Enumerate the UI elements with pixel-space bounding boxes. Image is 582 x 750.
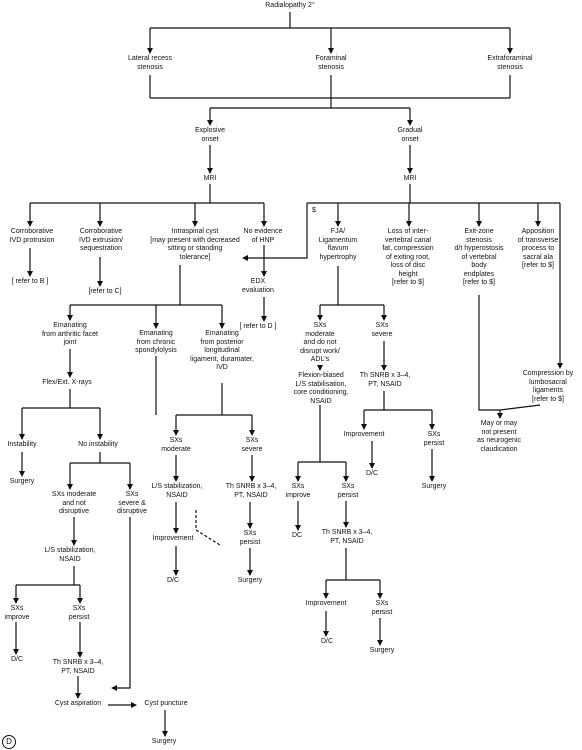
node-extraforaminal: Extraforaminal stenosis <box>487 55 533 71</box>
node-instability: Instability <box>7 441 37 448</box>
dollar-mark: $ <box>312 207 316 214</box>
node-surgery-instability: Surgery <box>9 478 35 485</box>
node-sx-severe-mid: SXs severe <box>241 437 263 453</box>
node-compression-lumbosacral: Compression by lumbosacral ligaments [re… <box>522 370 574 403</box>
node-sx-persist-d: SXs persist <box>337 483 359 499</box>
node-corroborative-extrusion: Corroborative IVD extrusion/ sequestrati… <box>79 228 123 252</box>
panel-letter: D <box>2 735 16 749</box>
node-ls-stabilization-a: L/S stabilization, NSAID <box>44 547 96 563</box>
node-lateral-recess: Lateral recess stenosis <box>128 55 172 71</box>
node-flex-ext-xrays: Flex/Ext. X-rays <box>42 379 92 386</box>
node-refer-b: [ refer to B ] <box>11 278 49 285</box>
node-edx-evaluation: EDX evaluation <box>242 278 274 294</box>
node-flexion-biased: Flexion-biased L/S stabilisation, core c… <box>293 372 349 405</box>
node-sx-persist-a: SXs persist <box>68 605 90 621</box>
node-facet-joint: Emanating from arthritic facet joint <box>41 322 98 346</box>
node-th-snrb-c: Th SNRB x 3–4, PT, NSAID <box>359 372 411 388</box>
node-apposition: Apposition of transverse process to sacr… <box>517 228 559 269</box>
node-sx-persist-e: SXs persist <box>371 600 393 616</box>
node-gradual-onset: Gradual onset <box>397 127 423 143</box>
node-loss-canal-fat: Loss of inter- vertebral canal fat, comp… <box>382 228 434 286</box>
node-spondylolysis: Emanating from chronic spondylolysis <box>135 330 177 354</box>
node-improvement-c: Improvement <box>343 431 385 438</box>
connector-96 <box>478 295 500 411</box>
node-surgery-e: Surgery <box>369 647 395 654</box>
node-intraspinal-cyst: Intraspinal cyst [may present with decre… <box>150 228 240 261</box>
node-sx-improve-d: SXs improve <box>285 483 311 499</box>
node-dc-e: D/C <box>320 638 334 645</box>
node-dc-d: DC <box>291 532 303 539</box>
node-sx-moderate-not-disruptive: SXs moderate and not disruptive <box>51 491 97 515</box>
node-no-hnp: No evidence of HNP <box>243 228 283 244</box>
node-improvement-b: Improvement <box>152 535 194 542</box>
node-sx-moderate-right: SXs moderate and do not disrupt work/ AD… <box>300 322 340 363</box>
node-sx-improve-a: SXs improve <box>4 605 30 621</box>
node-surgery-b: Surgery <box>237 577 263 584</box>
node-explosive-onset: Explosive onset <box>195 127 225 143</box>
node-mri-left: MRI <box>203 175 217 182</box>
node-may-not-present: May or may not present as neurogenic cla… <box>477 420 521 453</box>
node-th-snrb-d: Th SNRB x 3–4, PT, NSAID <box>321 529 373 545</box>
node-sx-severe-right: SXs severe <box>371 322 393 338</box>
node-no-instability: No instability <box>78 441 118 448</box>
node-th-snrb-a: Th SNRB x 3–4, PT, NSAID <box>52 659 104 675</box>
node-fja-hypertrophy: FJA/ Ligamentum flavum hypertrophy <box>318 228 358 261</box>
node-th-snrb-b: Th SNRB x 3–4, PT, NSAID <box>225 483 277 499</box>
node-mri-right: MRI <box>403 175 417 182</box>
node-improvement-e: Improvement <box>305 600 347 607</box>
node-foraminal: Foraminal stenosis <box>315 55 347 71</box>
node-ls-stabilization-b: L/S stabilization, NSAID <box>151 483 203 499</box>
node-cyst-aspiration: Cyst aspiration <box>54 700 102 707</box>
node-dc-a: D/C <box>10 656 24 663</box>
connector-28 <box>242 203 308 261</box>
node-cyst-puncture: Cyst puncture <box>144 700 188 707</box>
node-sx-persist-c: SXs persist <box>423 431 445 447</box>
node-root: Radialopathy 2° <box>265 2 315 9</box>
node-dc-c: D/C <box>365 470 379 477</box>
node-sx-persist-b: SXs persist <box>239 530 261 546</box>
node-dc-b: D/C <box>166 577 180 584</box>
node-surgery-c: Surgery <box>421 483 447 490</box>
connector-97 <box>497 404 541 419</box>
node-surgery-cyst: Surgery <box>151 738 177 745</box>
node-sx-severe-disruptive: SXs severe & disruptive <box>117 491 147 515</box>
node-sx-moderate-mid: SXs moderate <box>161 437 191 453</box>
node-exit-zone-stenosis: Exit-zone stenosis d/t hyperostosis of v… <box>454 228 504 286</box>
node-posterior-ligament: Emanating from posterior longitudinal li… <box>190 330 254 371</box>
connector-lines <box>13 12 563 737</box>
node-refer-d: [ refer to D ] <box>239 323 277 330</box>
node-refer-c: [refer to C] <box>88 288 122 295</box>
connector-69 <box>195 510 221 546</box>
connector-56 <box>111 517 131 691</box>
node-corroborative-protrusion: Corroborative IVD protrusion <box>9 228 55 244</box>
